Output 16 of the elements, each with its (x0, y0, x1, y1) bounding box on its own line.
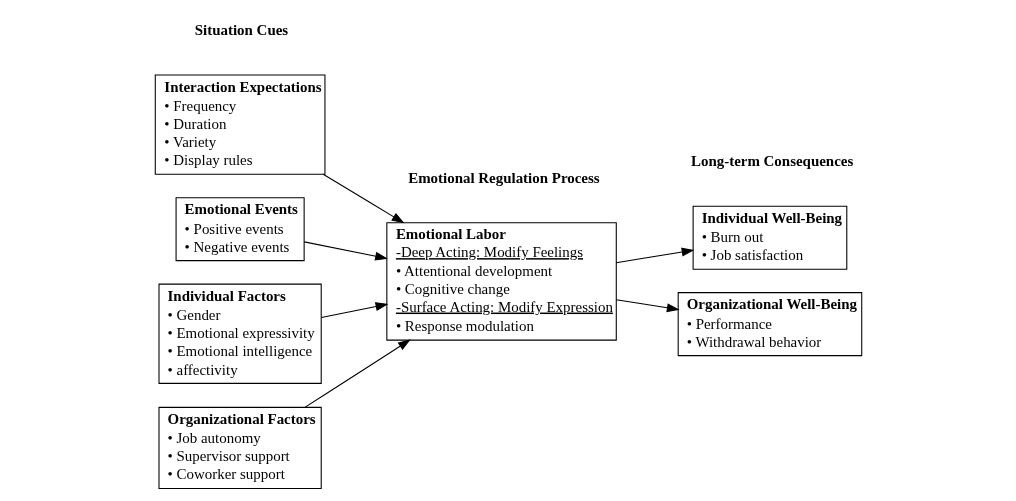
arrow (615, 299, 680, 313)
label: Emotional Regulation Process (407, 169, 600, 186)
node-box: Individual Factors • Gender • Emotional expressivity • Emotional intelligence • affectivity (157, 283, 322, 384)
node-box: Organizational Well-Being • Performance • Withdrawal behavior (677, 292, 862, 357)
label: Long-term Consequences (690, 152, 853, 169)
label: Situation Cues (194, 21, 288, 38)
node-box: Individual Well-Being • Burn out • Job satisfaction (692, 205, 847, 270)
arrow (615, 247, 694, 264)
node-box: Interaction Expectations • Frequency • Duration • Variety • Display rules (154, 74, 325, 175)
arrow (303, 241, 388, 261)
arrow (320, 302, 388, 319)
arrow (304, 339, 411, 408)
arrow (322, 173, 404, 224)
node-box: Emotional Events • Positive events • Negative events (175, 197, 305, 262)
node-box: Organizational Factors • Job autonomy • Supervisor support • Coworker support (157, 406, 322, 489)
node-box: Emotional Labor -Deep Acting: Modify Feelings • Attentional development • Cognitive change -Surface Acting: Modify Expression • Response modulation (385, 222, 617, 341)
